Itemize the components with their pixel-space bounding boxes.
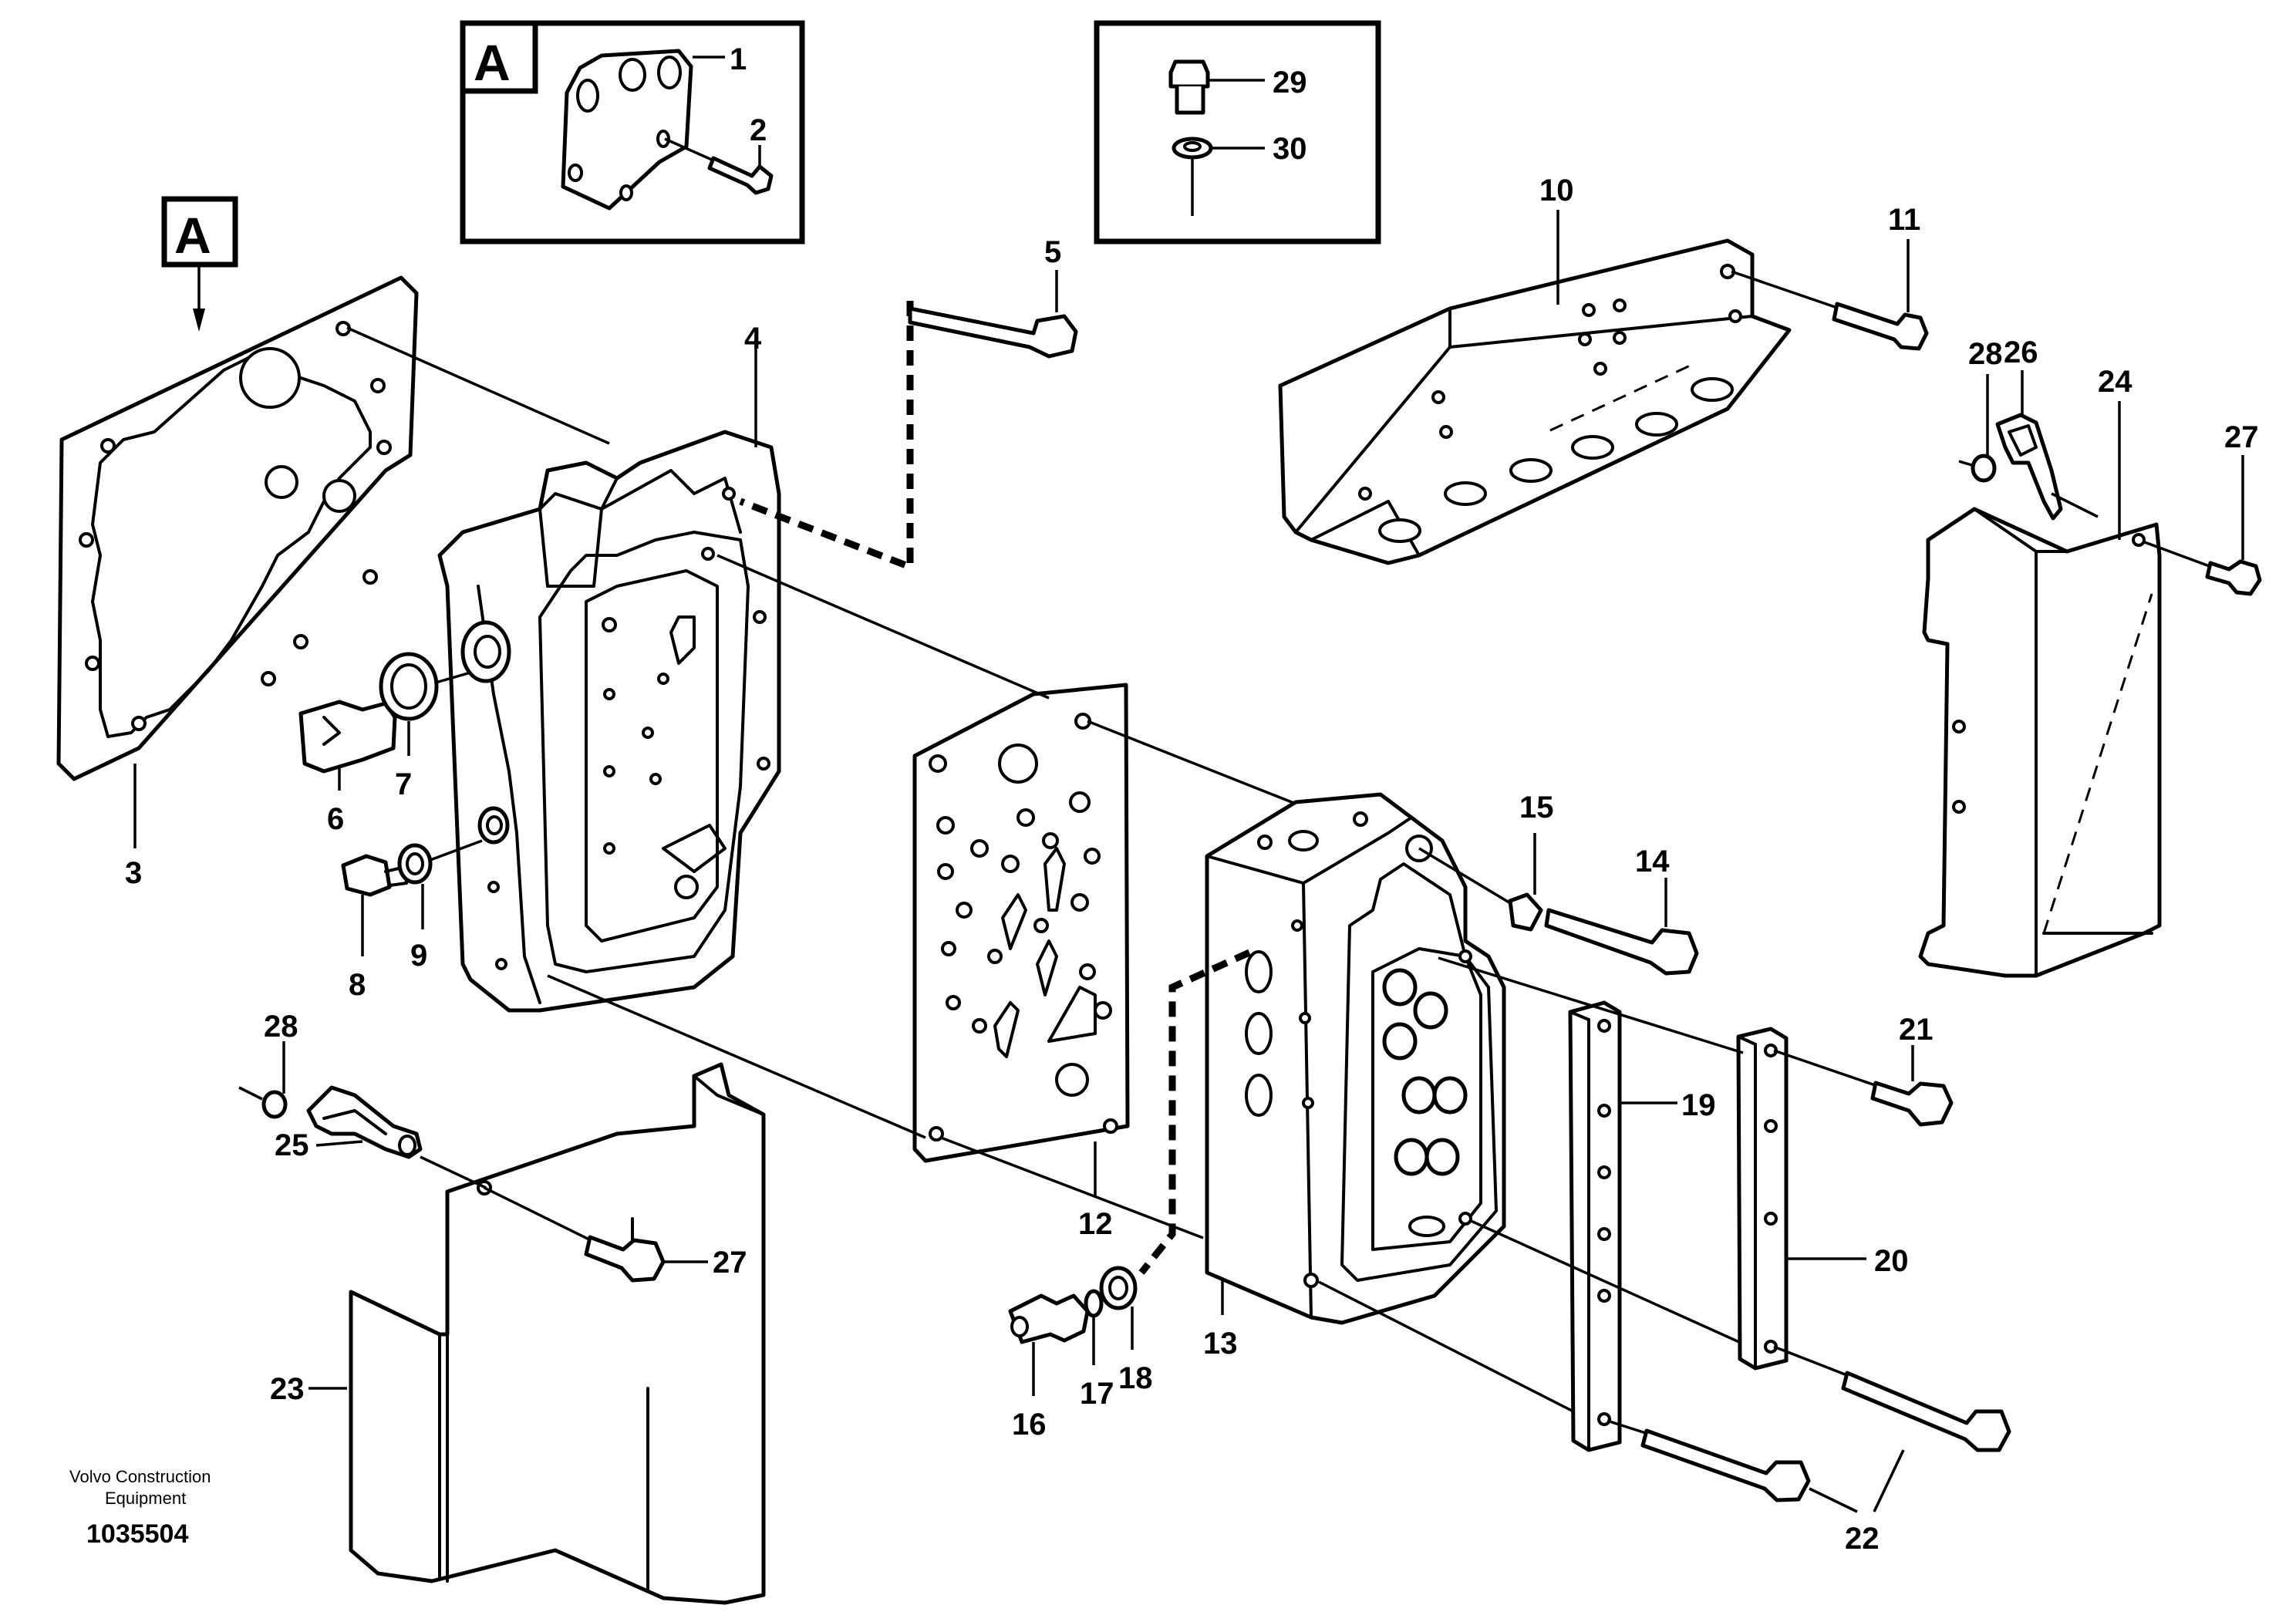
callout-11: 11 bbox=[1888, 203, 1920, 237]
valve-housing-part: 4 bbox=[437, 322, 781, 1013]
callout-28a: 28 bbox=[1968, 337, 2003, 371]
plug-detail-box: 29 30 bbox=[1094, 20, 1381, 244]
shield-24-part: 24 bbox=[1918, 365, 2162, 978]
fitting-part bbox=[1008, 1293, 1090, 1344]
callout-8: 8 bbox=[349, 968, 366, 1002]
valve-body-part: 13 bbox=[1138, 792, 1506, 1361]
bolt-14-part bbox=[1544, 908, 1699, 976]
credit-line-2: Equipment bbox=[105, 1489, 186, 1508]
callout-1: 1 bbox=[730, 42, 747, 76]
callout-7: 7 bbox=[395, 767, 412, 801]
screw-8-group: 8 9 bbox=[341, 839, 483, 1002]
bolt-5-group: 5 bbox=[739, 235, 1078, 572]
callout-26: 26 bbox=[2004, 336, 2038, 369]
callout-16: 16 bbox=[1012, 1408, 1047, 1442]
callout-15: 15 bbox=[1519, 791, 1554, 824]
bolt-14-group: 15 14 bbox=[1418, 791, 1699, 976]
callout-22: 22 bbox=[1845, 1522, 1880, 1556]
callout-6: 6 bbox=[327, 802, 344, 836]
callout-14: 14 bbox=[1635, 845, 1670, 878]
bolt-27b-part bbox=[584, 1235, 666, 1283]
callout-4: 4 bbox=[744, 322, 762, 356]
inset-ref-letter: A bbox=[474, 34, 511, 91]
callout-27a: 27 bbox=[2224, 420, 2259, 454]
callout-25: 25 bbox=[275, 1128, 309, 1162]
screw-11-group: 11 bbox=[1731, 203, 1929, 351]
view-a-marker: A bbox=[161, 196, 238, 332]
callout-30: 30 bbox=[1273, 132, 1307, 166]
nut-28b-part bbox=[261, 1090, 288, 1119]
bar-19-part: 19 bbox=[1568, 1000, 1716, 1452]
detail-a-inset: A 1 2 bbox=[460, 20, 805, 244]
callout-3: 3 bbox=[125, 856, 142, 890]
shield-23-part: 23 bbox=[270, 1062, 766, 1605]
bolt-27a-part bbox=[2205, 559, 2262, 596]
nut-28a-part bbox=[1971, 454, 1997, 483]
callout-23: 23 bbox=[270, 1372, 305, 1406]
callout-29: 29 bbox=[1273, 66, 1307, 99]
callout-28b: 28 bbox=[264, 1010, 298, 1044]
callout-9: 9 bbox=[410, 939, 427, 973]
fitting-16-group: 16 17 18 bbox=[1008, 1266, 1153, 1442]
bolt-part bbox=[908, 306, 1078, 359]
bar-20-part: 20 bbox=[1736, 1027, 1909, 1371]
callout-27b: 27 bbox=[713, 1246, 747, 1280]
clip-26-group: 26 28 27 bbox=[1958, 336, 2262, 596]
callout-12: 12 bbox=[1078, 1207, 1113, 1241]
credit-line-1: Volvo Construction bbox=[69, 1467, 211, 1486]
callout-13: 13 bbox=[1203, 1327, 1238, 1361]
callout-5: 5 bbox=[1044, 235, 1061, 269]
washer-15-part bbox=[1508, 892, 1543, 932]
bolts-22-group: 22 bbox=[1607, 1345, 2011, 1556]
gasket-part: 3 bbox=[56, 275, 419, 890]
plug-6-group: 6 7 bbox=[298, 652, 471, 836]
callout-18: 18 bbox=[1118, 1361, 1153, 1395]
callout-24: 24 bbox=[2098, 365, 2132, 399]
callout-21: 21 bbox=[1899, 1013, 1934, 1047]
separator-plate-part: 12 bbox=[912, 683, 1130, 1241]
clip-25-part bbox=[306, 1085, 423, 1159]
screw-part bbox=[707, 156, 774, 195]
callout-19: 19 bbox=[1681, 1088, 1716, 1122]
plug-part bbox=[1168, 59, 1210, 89]
view-ref-letter: A bbox=[174, 207, 211, 264]
document-number: 1035504 bbox=[86, 1519, 188, 1549]
callout-20: 20 bbox=[1874, 1244, 1909, 1278]
bolt-21-group: 21 bbox=[1773, 1013, 1954, 1127]
callout-10: 10 bbox=[1539, 174, 1574, 207]
callout-17: 17 bbox=[1080, 1377, 1114, 1411]
o-ring-part bbox=[1084, 1289, 1104, 1318]
drawing-credits: Volvo Construction Equipment 1035504 bbox=[69, 1467, 211, 1549]
callout-2: 2 bbox=[750, 113, 767, 147]
clip-25-group: 28 25 27 bbox=[238, 1010, 747, 1283]
bracket-10-part: 10 bbox=[1278, 174, 1792, 565]
